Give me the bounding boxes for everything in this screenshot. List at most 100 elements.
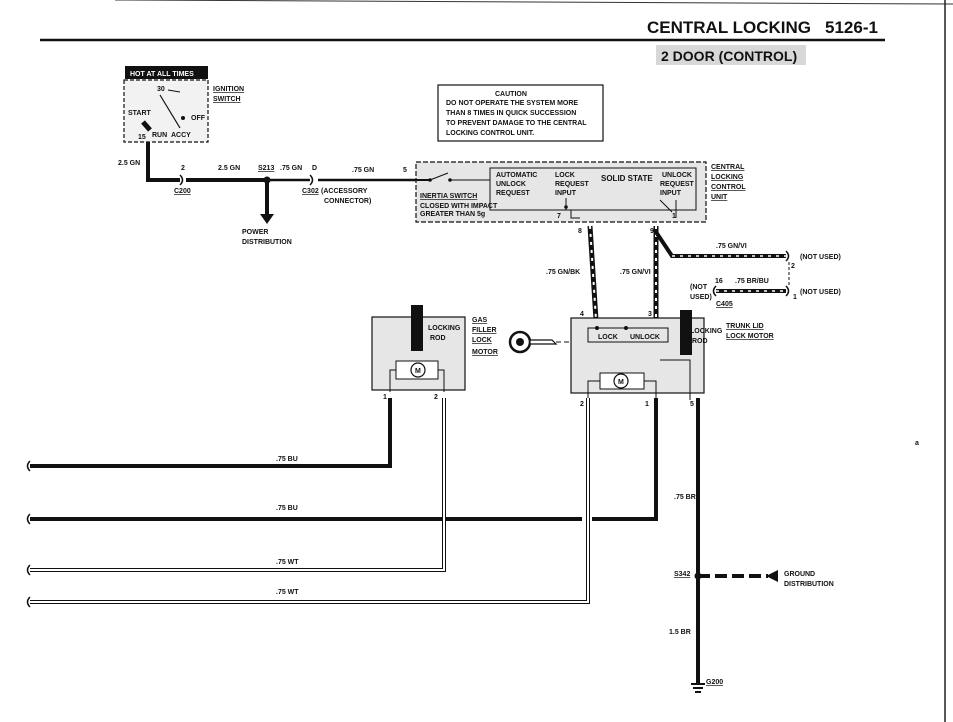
svg-text:TRUNK LID: TRUNK LID xyxy=(726,323,764,330)
svg-text:DO NOT OPERATE THE SYSTEM MORE: DO NOT OPERATE THE SYSTEM MORE xyxy=(446,100,578,107)
svg-text:.75 GN: .75 GN xyxy=(280,165,302,172)
svg-text:CLOSED WITH IMPACT: CLOSED WITH IMPACT xyxy=(420,203,498,210)
svg-text:.75 GN/VI: .75 GN/VI xyxy=(620,269,651,276)
svg-text:LOCKING CONTROL UNIT.: LOCKING CONTROL UNIT. xyxy=(446,130,534,137)
svg-text:CONTROL: CONTROL xyxy=(711,184,746,191)
svg-text:LOCK: LOCK xyxy=(598,334,618,341)
ignition-switch-box xyxy=(123,79,209,143)
svg-text:1: 1 xyxy=(793,294,797,301)
svg-text:LOCK MOTOR: LOCK MOTOR xyxy=(726,333,774,340)
svg-text:MOTOR: MOTOR xyxy=(472,349,498,356)
svg-text:(NOT: (NOT xyxy=(690,284,708,291)
control-unit-box xyxy=(415,161,707,223)
svg-text:USED): USED) xyxy=(690,294,712,301)
svg-text:1: 1 xyxy=(383,394,387,401)
svg-text:D: D xyxy=(312,165,317,172)
svg-text:C200: C200 xyxy=(174,188,191,195)
svg-text:.75 GN/VI: .75 GN/VI xyxy=(716,243,747,250)
svg-text:INPUT: INPUT xyxy=(660,190,682,197)
svg-text:ROD: ROD xyxy=(430,335,446,342)
svg-text:.75 BU: .75 BU xyxy=(276,505,298,512)
svg-text:2: 2 xyxy=(791,263,795,270)
svg-text:OFF: OFF xyxy=(191,115,206,122)
svg-text:UNLOCK: UNLOCK xyxy=(630,334,660,341)
svg-text:ACCY: ACCY xyxy=(171,132,191,139)
svg-text:30: 30 xyxy=(157,86,165,93)
svg-text:2: 2 xyxy=(580,401,584,408)
svg-text:AUTOMATIC: AUTOMATIC xyxy=(496,172,537,179)
svg-text:LOCKING: LOCKING xyxy=(428,325,461,332)
svg-text:CAUTION: CAUTION xyxy=(495,91,527,98)
svg-text:.75 BU: .75 BU xyxy=(276,456,298,463)
svg-text:C405: C405 xyxy=(716,301,733,308)
svg-text:ROD: ROD xyxy=(692,338,708,345)
svg-text:CENTRAL: CENTRAL xyxy=(711,164,745,171)
svg-text:FILLER: FILLER xyxy=(472,327,497,334)
svg-text:UNLOCK: UNLOCK xyxy=(496,181,526,188)
svg-text:UNIT: UNIT xyxy=(711,194,728,201)
svg-text:(NOT USED): (NOT USED) xyxy=(800,289,841,296)
svg-text:(NOT USED): (NOT USED) xyxy=(800,254,841,261)
svg-text:LOCKING: LOCKING xyxy=(711,174,744,181)
svg-text:INPUT: INPUT xyxy=(555,190,577,197)
hot-at-all-times-label: HOT AT ALL TIMES xyxy=(130,71,194,78)
ground-icon xyxy=(691,683,705,693)
svg-text:1: 1 xyxy=(645,401,649,408)
svg-text:16: 16 xyxy=(715,278,723,285)
svg-text:SWITCH: SWITCH xyxy=(213,96,241,103)
svg-text:S342: S342 xyxy=(674,571,690,578)
svg-text:M: M xyxy=(415,368,421,375)
svg-text:.75 BR: .75 BR xyxy=(674,494,696,501)
page-title: CENTRAL LOCKING xyxy=(647,18,811,37)
svg-text:SOLID STATE: SOLID STATE xyxy=(601,174,653,183)
svg-text:GREATER THAN 5g: GREATER THAN 5g xyxy=(420,211,485,218)
svg-text:POWER: POWER xyxy=(242,229,268,236)
svg-text:a: a xyxy=(915,440,919,447)
svg-text:RUN: RUN xyxy=(152,132,167,139)
svg-text:.75 GN: .75 GN xyxy=(352,167,374,174)
svg-text:REQUEST: REQUEST xyxy=(496,190,531,197)
svg-text:LOCK: LOCK xyxy=(472,337,492,344)
svg-text:C302: C302 xyxy=(302,188,319,195)
svg-text:4: 4 xyxy=(580,311,584,318)
svg-text:REQUEST: REQUEST xyxy=(555,181,590,188)
svg-text:UNLOCK: UNLOCK xyxy=(662,172,692,179)
svg-text:START: START xyxy=(128,110,152,117)
svg-text:9: 9 xyxy=(650,228,654,235)
key-icon xyxy=(508,330,558,354)
svg-text:GROUND: GROUND xyxy=(784,571,815,578)
svg-text:2: 2 xyxy=(181,165,185,172)
caution-box xyxy=(437,84,604,142)
svg-text:.75 GN/BK: .75 GN/BK xyxy=(546,269,580,276)
svg-text:THAN 8 TIMES IN QUICK SUCCESSI: THAN 8 TIMES IN QUICK SUCCESSION xyxy=(446,110,576,117)
svg-text:S213: S213 xyxy=(258,165,274,172)
svg-text:LOCK: LOCK xyxy=(555,172,575,179)
svg-text:LOCKING: LOCKING xyxy=(690,328,723,335)
svg-text:2: 2 xyxy=(434,394,438,401)
svg-text:1: 1 xyxy=(672,213,676,220)
page-number: 5126-1 xyxy=(825,18,878,37)
svg-text:7: 7 xyxy=(557,213,561,220)
svg-text:.75 BR/BU: .75 BR/BU xyxy=(735,278,769,285)
svg-text:CONNECTOR): CONNECTOR) xyxy=(324,198,371,205)
svg-text:DISTRIBUTION: DISTRIBUTION xyxy=(242,239,292,246)
svg-text:2.5 GN: 2.5 GN xyxy=(218,165,240,172)
svg-text:.75 WT: .75 WT xyxy=(276,559,299,566)
svg-text:TO PREVENT DAMAGE TO THE CENTR: TO PREVENT DAMAGE TO THE CENTRAL xyxy=(446,120,587,127)
svg-text:G200: G200 xyxy=(706,679,723,686)
svg-text:.75 WT: .75 WT xyxy=(276,589,299,596)
svg-text:2.5 GN: 2.5 GN xyxy=(118,160,140,167)
svg-text:M: M xyxy=(618,379,624,386)
page-subtitle: 2 DOOR (CONTROL) xyxy=(661,48,797,64)
svg-text:(ACCESSORY: (ACCESSORY xyxy=(321,188,368,195)
svg-text:3: 3 xyxy=(648,311,652,318)
svg-text:GAS: GAS xyxy=(472,317,488,324)
wire-2.5gn xyxy=(146,142,180,182)
svg-text:DISTRIBUTION: DISTRIBUTION xyxy=(784,581,834,588)
svg-text:8: 8 xyxy=(578,228,582,235)
svg-text:5: 5 xyxy=(690,401,694,408)
svg-text:15: 15 xyxy=(138,134,146,141)
svg-text:1.5 BR: 1.5 BR xyxy=(669,629,691,636)
inertia-switch-label: INERTIA SWITCH xyxy=(420,193,477,200)
